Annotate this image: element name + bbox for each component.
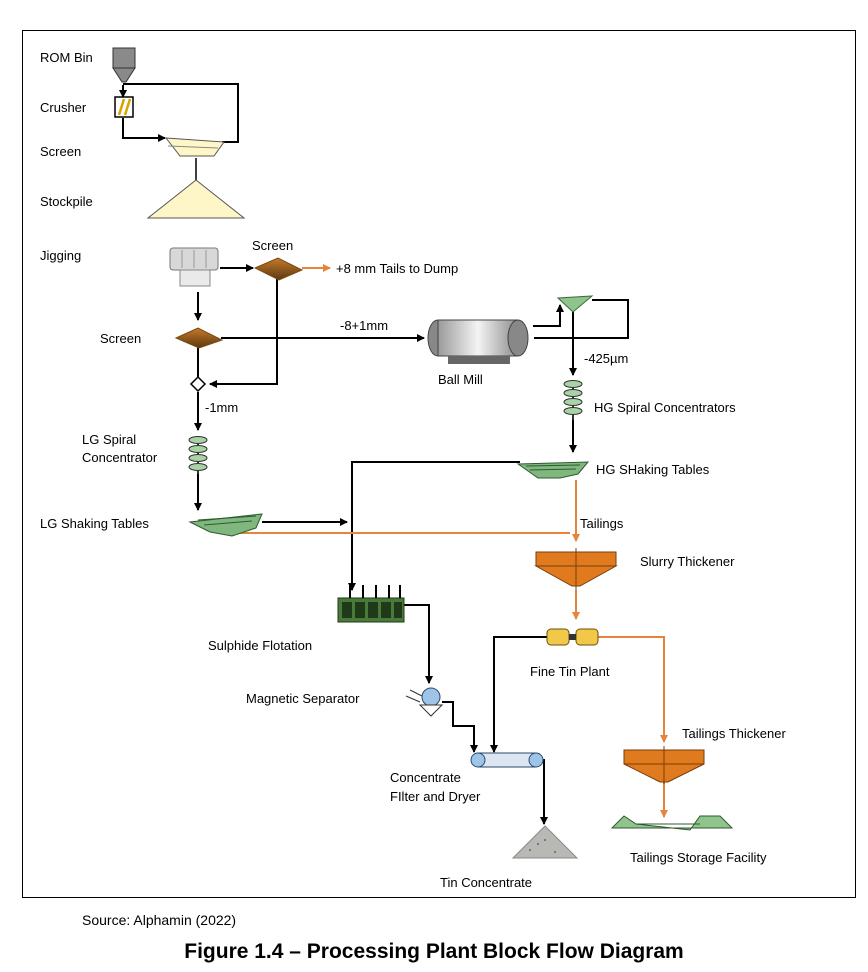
label-hg-tables: HG SHaking Tables <box>596 462 710 477</box>
tailings-thickener-icon <box>623 746 705 784</box>
label-jigging: Jigging <box>40 248 81 263</box>
label-filter-dryer-line2: FIlter and Dryer <box>390 789 481 804</box>
filter-dryer-icon <box>470 752 544 768</box>
junction-icon <box>189 375 207 393</box>
screen-2-icon <box>174 327 224 349</box>
label-tailings: Tailings <box>580 516 624 531</box>
source-note: Source: Alphamin (2022) <box>82 912 237 928</box>
crusher-icon <box>114 96 134 118</box>
label-size-8-1mm: -8+1mm <box>340 318 388 333</box>
sulphide-flotation-icon <box>337 585 405 623</box>
label-sulphide-flotation: Sulphide Flotation <box>208 638 312 653</box>
label-lg-spiral-line1: LG Spiral <box>82 432 136 447</box>
black-flow-lines <box>119 83 629 825</box>
hg-shaking-tables-icon <box>516 461 590 479</box>
hg-spiral-icon <box>563 380 583 420</box>
label-stockpile: Stockpile <box>40 194 93 209</box>
jig-icon <box>169 247 219 287</box>
tailings-storage-facility-icon <box>610 815 734 831</box>
diagram-frame <box>22 30 856 898</box>
label-hg-spiral: HG Spiral Concentrators <box>594 400 736 415</box>
cyclone-icon <box>556 295 594 313</box>
label-rom-bin: ROM Bin <box>40 50 93 65</box>
label-filter-dryer-line1: Concentrate <box>390 770 461 785</box>
label-screen-2: Screen <box>100 331 141 346</box>
lg-spiral-icon <box>188 436 208 474</box>
label-lg-spiral-line2: Concentrator <box>82 450 158 465</box>
screen-1-icon <box>164 137 225 157</box>
label-tailings-thickener: Tailings Thickener <box>682 726 786 741</box>
magnetic-separator-icon <box>405 687 444 717</box>
stockpile-icon <box>146 158 246 219</box>
label-tin-concentrate: Tin Concentrate <box>440 875 532 890</box>
label-magnetic-separator: Magnetic Separator <box>246 691 360 706</box>
tin-concentrate-pile-icon <box>511 825 579 859</box>
ball-mill-icon <box>427 319 529 364</box>
label-lg-tables: LG Shaking Tables <box>40 516 149 531</box>
label-fine-tin-plant: Fine Tin Plant <box>530 664 610 679</box>
label-crusher: Crusher <box>40 100 87 115</box>
label-tailings-storage-facility: Tailings Storage Facility <box>630 850 767 865</box>
label-screen-1: Screen <box>40 144 81 159</box>
rom-bin-icon <box>112 47 136 83</box>
label-size-1mm: -1mm <box>205 400 238 415</box>
label-size-425um: -425µm <box>584 351 628 366</box>
figure-caption: Figure 1.4 – Processing Plant Block Flow… <box>184 940 684 963</box>
label-slurry-thickener: Slurry Thickener <box>640 554 735 569</box>
fine-tin-plant-icon <box>546 628 599 646</box>
label-ball-mill: Ball Mill <box>438 372 483 387</box>
label-tails-to-dump: +8 mm Tails to Dump <box>336 261 458 276</box>
lg-shaking-tables-icon <box>188 513 263 537</box>
slurry-thickener-icon <box>534 548 618 590</box>
screen-jig-icon <box>253 257 304 281</box>
label-screen-jig: Screen <box>252 238 293 253</box>
